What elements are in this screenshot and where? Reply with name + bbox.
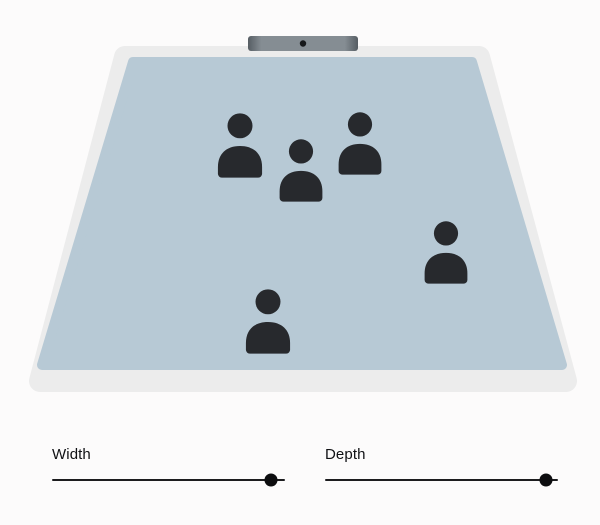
width-slider-track[interactable] [52, 473, 285, 487]
depth-slider-label: Depth [325, 446, 366, 463]
person-icon [217, 113, 263, 178]
depth-slider-handle[interactable] [539, 473, 553, 487]
scene-canvas [29, 36, 577, 392]
person-icon [424, 221, 468, 284]
width-slider-handle[interactable] [264, 473, 278, 487]
room-coverage-visualization [29, 36, 577, 392]
video-bar-device [248, 36, 358, 51]
person-icon [279, 139, 323, 202]
person-icon [245, 289, 291, 354]
people-layer [217, 112, 468, 354]
width-slider: Width [52, 446, 285, 487]
slider-controls: Width Depth [0, 438, 600, 525]
width-slider-label: Width [52, 446, 91, 463]
camera-lens-icon [299, 40, 307, 47]
depth-slider: Depth [325, 446, 558, 487]
depth-slider-track[interactable] [325, 473, 558, 487]
coverage-area [37, 57, 567, 370]
person-icon [338, 112, 382, 175]
